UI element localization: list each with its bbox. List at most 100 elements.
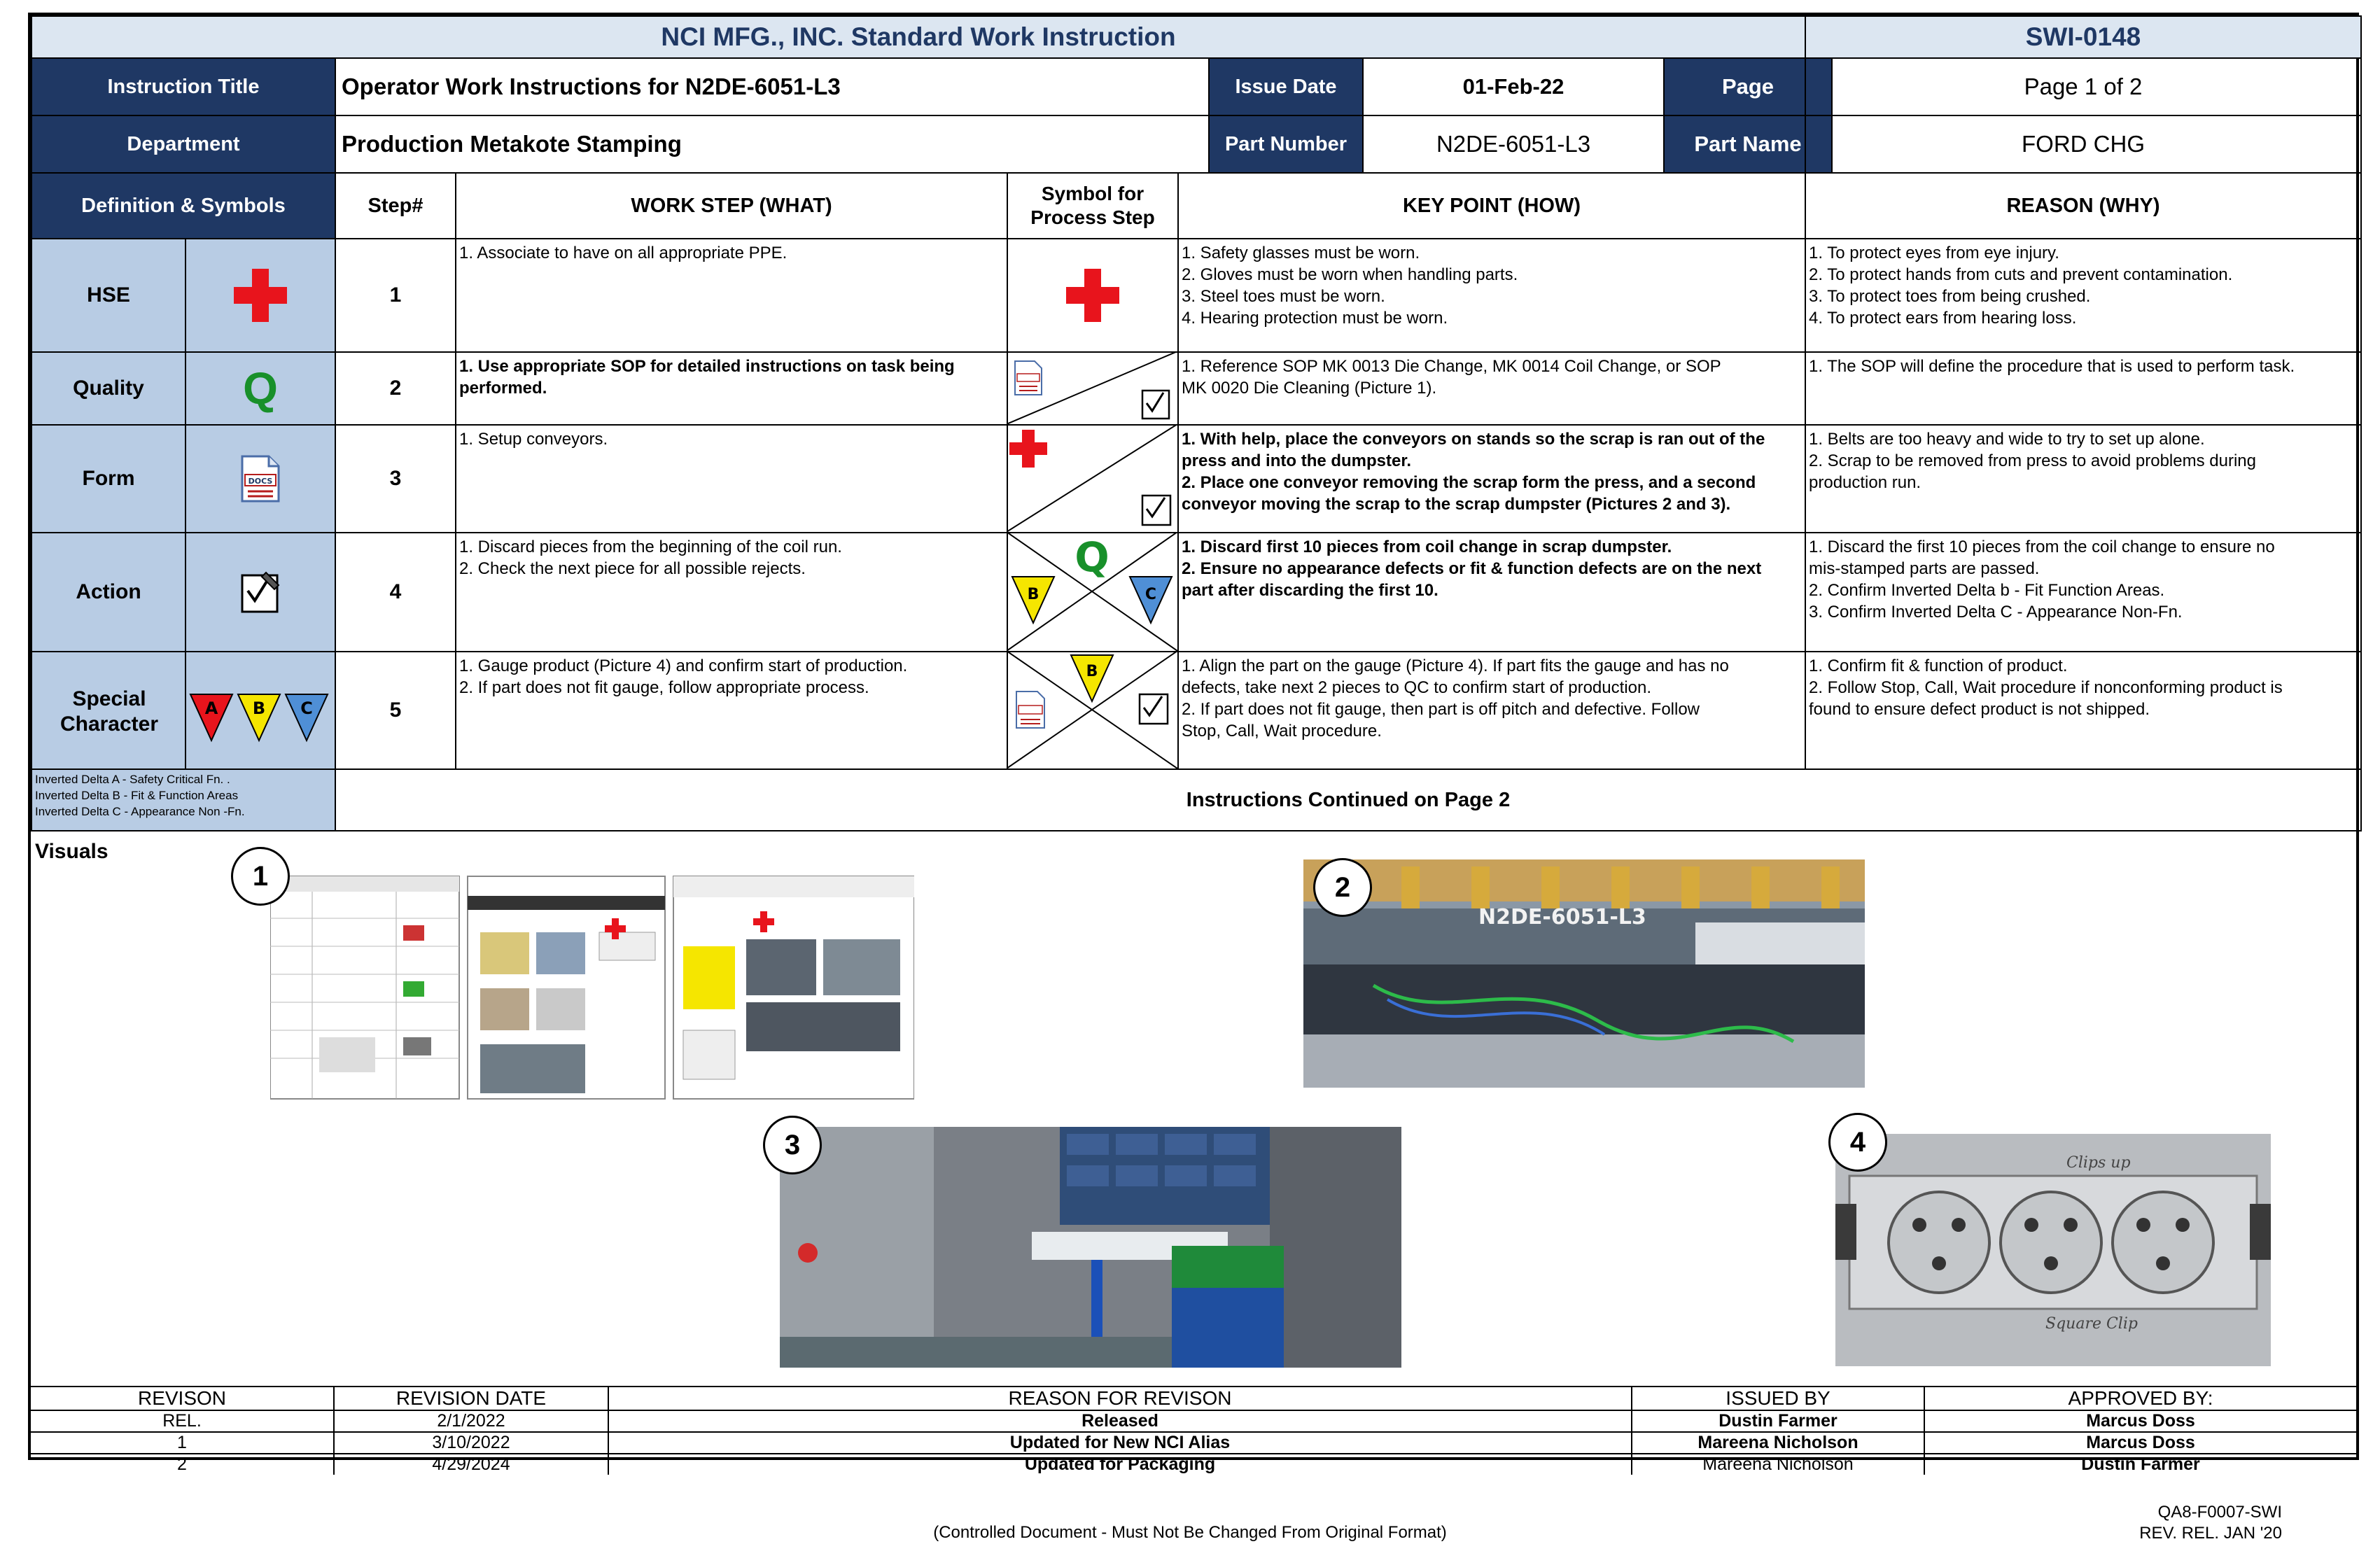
- what-line: performed.: [459, 379, 547, 398]
- picture-3-conveyor: [780, 1127, 1401, 1368]
- why-line: 2. To protect hands from cuts and preven…: [1809, 265, 2233, 284]
- revision-row: 2 4/29/2024 Updated for Packaging Mareen…: [31, 1454, 2356, 1475]
- page-number: Page 1 of 2: [1805, 57, 2362, 116]
- what-line: 1. Use appropriate SOP for detailed inst…: [459, 357, 955, 376]
- rev-cell: 3/10/2022: [335, 1433, 609, 1453]
- symbol-row-special: Special Character A B C: [31, 651, 336, 770]
- step-symbol-cell: Q B C: [1007, 532, 1179, 652]
- symbol-icon-cell-hse: [185, 238, 336, 353]
- rev-col-header: REVISION DATE: [335, 1387, 609, 1410]
- rev-col-header: APPROVED BY:: [2068, 1387, 2213, 1409]
- why-header: REASON (WHY): [1805, 172, 2362, 239]
- legend-line: Inverted Delta B - Fit & Function Areas: [35, 789, 239, 802]
- quality-q-icon: Q: [185, 351, 336, 426]
- rev-cell: Marcus Doss: [2086, 1411, 2195, 1431]
- rev-cell: Mareena Nicholson: [1632, 1454, 1925, 1475]
- symbol-header: Symbol for Process Step: [1007, 172, 1179, 239]
- rev-col-header: REASON FOR REVISON: [609, 1387, 1632, 1410]
- how-line: 2. Place one conveyor removing the scrap…: [1182, 473, 1756, 492]
- split-symbol: [1008, 426, 1177, 532]
- step-number: 4: [335, 532, 456, 652]
- controlled-document-note: (Controlled Document - Must Not Be Chang…: [933, 1523, 1447, 1542]
- step-why: 1. Discard the first 10 pieces from the …: [1805, 532, 2362, 652]
- visuals-label: Visuals: [35, 840, 108, 863]
- continued-note: Instructions Continued on Page 2: [335, 769, 2362, 831]
- company-title: NCI MFG., INC. Standard Work Instruction: [31, 15, 1806, 59]
- step-what: 1. Associate to have on all appropriate …: [455, 238, 1008, 353]
- step-why: 1. The SOP will define the procedure tha…: [1805, 351, 2362, 426]
- delta-b-icon: [1070, 654, 1114, 703]
- step-number: 1: [335, 238, 456, 353]
- how-line: 3. Steel toes must be worn.: [1182, 287, 1385, 306]
- revision-header-row: REVISON REVISION DATE REASON FOR REVISON…: [31, 1387, 2356, 1411]
- step-why: 1. Confirm fit & function of product. 2.…: [1805, 651, 2362, 770]
- why-line: found to ensure defect product is not sh…: [1809, 700, 2150, 719]
- why-line: 2. Scrap to be removed from press to avo…: [1809, 451, 2256, 470]
- why-line: 1. Belts are too heavy and wide to try t…: [1809, 430, 2205, 449]
- how-line: 2. Ensure no appearance defects or fit &…: [1182, 559, 1762, 578]
- how-line: 1. Reference SOP MK 0013 Die Change, MK …: [1182, 357, 1721, 376]
- step-how: 1. With help, place the conveyors on sta…: [1177, 424, 1806, 533]
- how-line: 1. Discard first 10 pieces from coil cha…: [1182, 538, 1672, 556]
- how-header: KEY POINT (HOW): [1177, 172, 1806, 239]
- rev-cell: Mareena Nicholson: [1632, 1433, 1925, 1453]
- step-how: 1. Discard first 10 pieces from coil cha…: [1177, 532, 1806, 652]
- rev-col-header: ISSUED BY: [1632, 1387, 1925, 1410]
- why-line: 4. To protect ears from hearing loss.: [1809, 309, 2077, 328]
- step-why: 1. To protect eyes from eye injury. 2. T…: [1805, 238, 2362, 353]
- step-header: Step#: [335, 172, 456, 239]
- picture-2-number: 2: [1313, 858, 1372, 917]
- rev-cell: Released: [609, 1411, 1632, 1431]
- why-line: production run.: [1809, 473, 1921, 492]
- delta-abc-icon: A B C: [189, 694, 329, 743]
- how-line: conveyor moving the scrap to the scrap d…: [1182, 495, 1731, 514]
- picture-4-gauge: Clips up Square Clip: [1835, 1134, 2271, 1366]
- rev-cell: 2/1/2022: [335, 1411, 609, 1431]
- step-what: 1. Setup conveyors.: [455, 424, 1008, 533]
- delta-b-letter: B: [253, 699, 265, 718]
- form-footer: QA8-F0007-SWI REV. REL. JAN '20: [2139, 1502, 2282, 1544]
- gauge-label-top: Clips up: [2066, 1154, 2131, 1172]
- why-line: 3. To protect toes from being crushed.: [1809, 287, 2091, 306]
- what-header: WORK STEP (WHAT): [455, 172, 1008, 239]
- part-number: N2DE-6051-L3: [1362, 115, 1665, 174]
- quality-q-icon: Q: [1074, 533, 1109, 581]
- action-check-icon: [241, 571, 280, 613]
- red-cross-icon: [234, 269, 287, 322]
- revision-row: 1 3/10/2022 Updated for New NCI Alias Ma…: [31, 1433, 2356, 1454]
- what-line: 1. Discard pieces from the beginning of …: [459, 538, 842, 556]
- action-check-icon: [1141, 494, 1172, 526]
- form-number: QA8-F0007-SWI: [2157, 1503, 2282, 1522]
- work-instruction-sheet: NCI MFG., INC. Standard Work Instruction…: [28, 13, 2362, 1475]
- step-symbol-cell: B: [1007, 651, 1179, 770]
- how-line: MK 0020 Die Cleaning (Picture 1).: [1182, 379, 1437, 398]
- definitions-header: Definition & Symbols: [31, 172, 336, 239]
- rev-cell: REL.: [31, 1411, 335, 1431]
- step-why: 1. Belts are too heavy and wide to try t…: [1805, 424, 2362, 533]
- rev-cell: 2: [31, 1454, 335, 1475]
- how-line: press and into the dumpster.: [1182, 451, 1412, 470]
- how-line: 2. Gloves must be worn when handling par…: [1182, 265, 1518, 284]
- symbol-label-action: Action: [31, 532, 186, 652]
- what-line: 2. Check the next piece for all possible…: [459, 559, 806, 578]
- why-line: mis-stamped parts are passed.: [1809, 559, 2040, 578]
- symbol-label-quality: Quality: [31, 351, 186, 426]
- rev-rel: REV. REL. JAN '20: [2139, 1524, 2282, 1543]
- how-line: 2. If part does not fit gauge, then part…: [1182, 700, 1700, 719]
- issue-date-label: Issue Date: [1208, 57, 1364, 116]
- action-check-icon: [1141, 389, 1170, 420]
- step-how: 1. Reference SOP MK 0013 Die Change, MK …: [1177, 351, 1806, 426]
- step-number: 3: [335, 424, 456, 533]
- why-line: 1. The SOP will define the procedure tha…: [1809, 357, 2295, 376]
- x-symbol: Q B C: [1008, 533, 1177, 651]
- rev-cell: Updated for Packaging: [609, 1454, 1632, 1475]
- gauge-label-bottom: Square Clip: [2045, 1315, 2138, 1333]
- what-line: 1. Setup conveyors.: [459, 430, 608, 449]
- docs-form-icon: [1014, 360, 1042, 395]
- instruction-title: Operator Work Instructions for N2DE-6051…: [335, 57, 1210, 116]
- rev-cell: Dustin Farmer: [1632, 1411, 1925, 1431]
- why-line: 2. Confirm Inverted Delta b - Fit Functi…: [1809, 581, 2165, 600]
- rev-col-header: REVISON: [31, 1387, 335, 1410]
- department-label: Department: [31, 115, 336, 174]
- how-line: Stop, Call, Wait procedure.: [1182, 722, 1382, 741]
